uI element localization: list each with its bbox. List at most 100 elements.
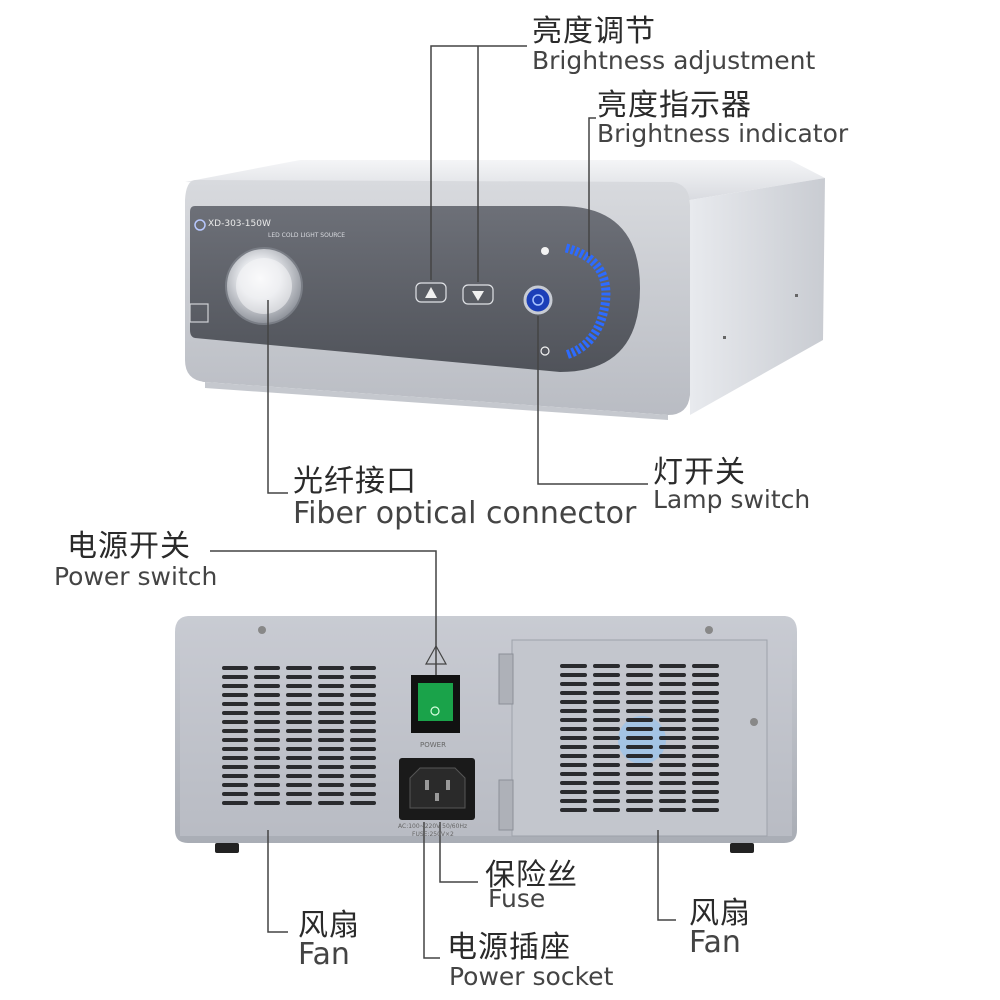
- fan-right-label-cn: 风扇: [689, 896, 751, 931]
- right-vent-slot: [692, 673, 719, 677]
- right-vent-slot: [692, 754, 719, 758]
- left-vent-slot: [254, 747, 280, 751]
- right-vent-slot: [593, 736, 620, 740]
- right-vent-slot: [626, 664, 653, 668]
- power-switch-label-en: Power switch: [54, 562, 218, 591]
- right-vent-slot: [593, 754, 620, 758]
- right-vent-slot: [659, 664, 686, 668]
- right-vent-slot: [692, 745, 719, 749]
- spec-line-1: AC:100~220V 50/60Hz: [398, 823, 468, 830]
- right-vent-slot: [659, 709, 686, 713]
- right-vent-slot: [560, 772, 587, 776]
- power-socket-label-en: Power socket: [449, 962, 614, 991]
- left-vent-slot: [318, 729, 344, 733]
- left-vent-slot: [286, 756, 312, 760]
- left-vent-slot: [222, 729, 248, 733]
- left-vent-slot: [286, 720, 312, 724]
- right-vent-slot: [560, 799, 587, 803]
- left-vent-slot: [318, 720, 344, 724]
- left-vent-slot: [222, 720, 248, 724]
- left-vent-slot: [222, 783, 248, 787]
- left-vent-slot: [350, 684, 376, 688]
- right-vent-slot: [692, 718, 719, 722]
- right-vent-slot: [692, 709, 719, 713]
- right-vent-slot: [593, 808, 620, 812]
- right-vent-slot: [659, 808, 686, 812]
- left-vent-slot: [350, 729, 376, 733]
- right-vent-slot: [560, 700, 587, 704]
- right-vent-slot: [593, 799, 620, 803]
- left-vent-slot: [318, 774, 344, 778]
- left-vent-slot: [254, 801, 280, 805]
- lamp-switch-label-cn: 灯开关: [653, 455, 746, 490]
- power-switch-label-cn: 电源开关: [67, 529, 191, 564]
- right-vent-slot: [659, 736, 686, 740]
- right-vent-slot: [593, 745, 620, 749]
- left-vent-slot: [222, 702, 248, 706]
- left-vent-slot: [222, 684, 248, 688]
- left-vent-slot: [286, 747, 312, 751]
- right-vent-slot: [626, 799, 653, 803]
- model-text: XD-303-150W: [208, 219, 271, 229]
- fuse-label-cn: 保险丝: [485, 858, 578, 893]
- left-vent-slot: [286, 702, 312, 706]
- right-vent-slot: [626, 691, 653, 695]
- left-vent-slot: [350, 756, 376, 760]
- left-vent-slot: [318, 738, 344, 742]
- right-vent-slot: [692, 808, 719, 812]
- left-vent-slot: [222, 792, 248, 796]
- left-vent-slot: [318, 783, 344, 787]
- right-vent-slot: [626, 754, 653, 758]
- left-vent-slot: [254, 720, 280, 724]
- left-vent-slot: [350, 738, 376, 742]
- fan-left-label-en: Fan: [298, 937, 350, 972]
- left-vent-slot: [286, 792, 312, 796]
- left-vent-slot: [222, 675, 248, 679]
- right-vent-slot: [659, 691, 686, 695]
- brightness-indicator-label-en: Brightness indicator: [597, 119, 849, 148]
- fan-right-label-en: Fan: [689, 925, 741, 960]
- right-vent-slot: [626, 727, 653, 731]
- right-vent-slot: [593, 664, 620, 668]
- left-vent-slot: [254, 702, 280, 706]
- left-vent-slot: [286, 801, 312, 805]
- left-vent-slot: [286, 765, 312, 769]
- left-vent-slot: [254, 684, 280, 688]
- brightness-adjustment-label-cn: 亮度调节: [532, 14, 656, 49]
- left-vent-slot: [286, 693, 312, 697]
- left-vent-slot: [286, 666, 312, 670]
- left-vent-slot: [254, 693, 280, 697]
- right-vent-slot: [626, 700, 653, 704]
- fan-left-label-cn: 风扇: [298, 908, 360, 943]
- right-vent-slot: [659, 727, 686, 731]
- brightness-adjustment-label-en: Brightness adjustment: [532, 46, 816, 75]
- right-vent-slot: [560, 691, 587, 695]
- right-vent-slot: [560, 727, 587, 731]
- left-vent-slot: [222, 756, 248, 760]
- right-vent-slot: [593, 682, 620, 686]
- right-vent-slot: [659, 718, 686, 722]
- brightness-indicator-arc: [564, 243, 611, 360]
- left-vent-slot: [286, 729, 312, 733]
- right-vent-slot: [626, 763, 653, 767]
- right-vent-slot: [659, 763, 686, 767]
- left-vent-slot: [286, 711, 312, 715]
- left-vent-slot: [350, 693, 376, 697]
- left-vent-slot: [286, 774, 312, 778]
- right-vent-slot: [626, 718, 653, 722]
- right-vent-slot: [626, 673, 653, 677]
- right-vent-slot: [593, 790, 620, 794]
- right-vent-slot: [626, 736, 653, 740]
- right-vent-slot: [692, 763, 719, 767]
- left-vent-slot: [254, 738, 280, 742]
- right-vent-slot: [593, 709, 620, 713]
- left-vent-slot: [286, 675, 312, 679]
- left-vent-slot: [222, 774, 248, 778]
- right-vent-slot: [593, 700, 620, 704]
- left-vent-slot: [318, 792, 344, 796]
- left-vent-slot: [286, 783, 312, 787]
- right-vent-slot: [560, 664, 587, 668]
- left-vent-slot: [350, 702, 376, 706]
